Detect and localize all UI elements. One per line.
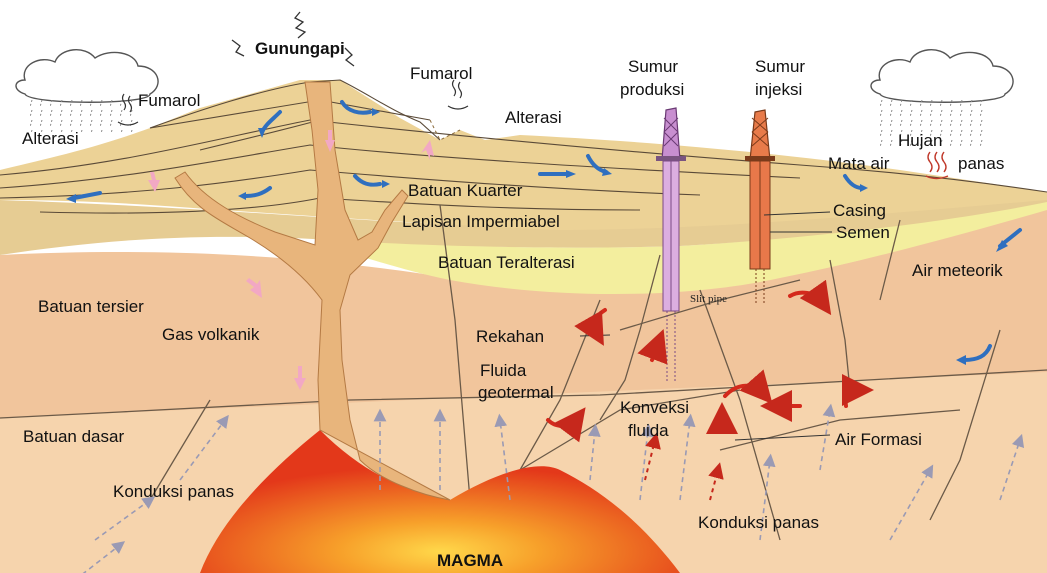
cloud-icon-left xyxy=(16,50,158,132)
label-casing: Casing xyxy=(833,201,886,220)
label-sumur-injeksi-2: injeksi xyxy=(755,80,802,99)
label-alterasi-right: Alterasi xyxy=(505,108,562,127)
volcano-smoke-icon-2 xyxy=(232,40,244,56)
label-fluida-2: geotermal xyxy=(478,383,554,402)
label-semen: Semen xyxy=(836,223,890,242)
label-magma: MAGMA xyxy=(437,551,503,570)
steam-icon-top xyxy=(448,80,468,109)
label-batuan-dasar: Batuan dasar xyxy=(23,427,124,446)
volcano-smoke-icon-3 xyxy=(345,48,354,66)
label-konduksi-panas-left: Konduksi panas xyxy=(113,482,234,501)
label-alterasi-left: Alterasi xyxy=(22,129,79,148)
label-sumur-injeksi-1: Sumur xyxy=(755,57,805,76)
label-hujan: Hujan xyxy=(898,131,942,150)
label-batuan-teralterasi: Batuan Teralterasi xyxy=(438,253,575,272)
label-air-formasi: Air Formasi xyxy=(835,430,922,449)
label-air-meteorik: Air meteorik xyxy=(912,261,1003,280)
label-batuan-kuarter: Batuan Kuarter xyxy=(408,181,523,200)
volcano-smoke-icon xyxy=(295,12,305,38)
label-fluida-1: Fluida xyxy=(480,361,527,380)
label-lapisan-impermiabel: Lapisan Impermiabel xyxy=(402,212,560,231)
label-mata-air: Mata air xyxy=(828,154,890,173)
label-konveksi-2: fluida xyxy=(628,421,669,440)
label-gas-volkanik: Gas volkanik xyxy=(162,325,260,344)
label-slit-pipe: Slit pipe xyxy=(690,293,727,305)
label-sumur-produksi-2: produksi xyxy=(620,80,684,99)
label-gunungapi: Gunungapi xyxy=(255,39,345,58)
label-batuan-tersier: Batuan tersier xyxy=(38,297,144,316)
label-konveksi-1: Konveksi xyxy=(620,398,689,417)
label-fumarol-top: Fumarol xyxy=(410,64,472,83)
label-fumarol-left: Fumarol xyxy=(138,91,200,110)
label-panas: panas xyxy=(958,154,1004,173)
label-konduksi-panas-right: Konduksi panas xyxy=(698,513,819,532)
label-rekahan: Rekahan xyxy=(476,327,544,346)
label-sumur-produksi-1: Sumur xyxy=(628,57,678,76)
